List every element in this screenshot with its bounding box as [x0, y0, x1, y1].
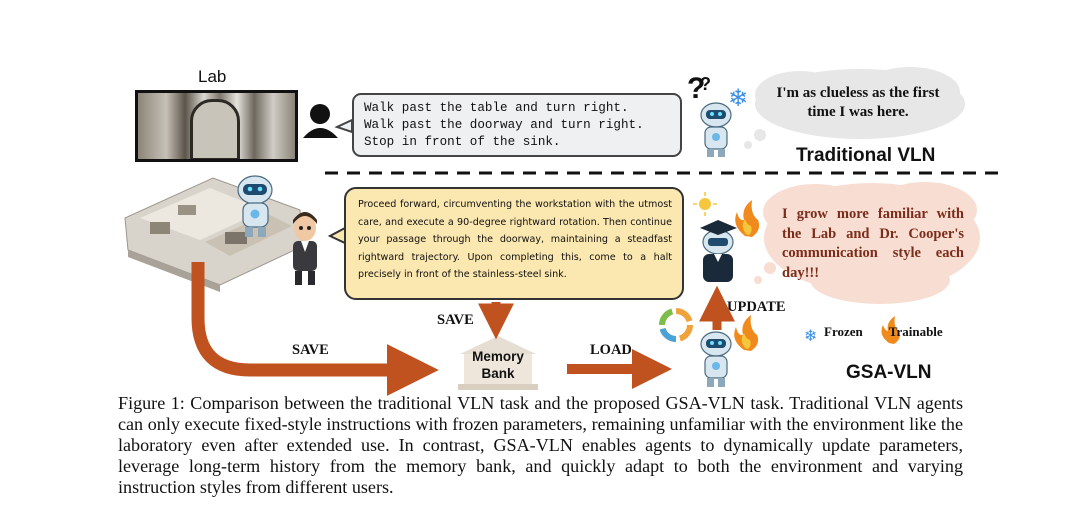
lab-label: Lab	[198, 67, 227, 86]
instruction-line-1: Walk past the table and turn right.	[364, 101, 629, 115]
save-label-top: SAVE	[437, 312, 474, 328]
robot-thought-traditional: I'm as clueless as the first time I was …	[776, 85, 940, 120]
load-label: LOAD	[590, 342, 632, 358]
svg-text:?: ?	[687, 72, 705, 105]
thought-cloud-traditional	[744, 67, 965, 149]
memory-bank-line1: Memory	[472, 349, 524, 364]
legend: Frozen Trainable	[806, 324, 943, 340]
sun-icon	[693, 192, 717, 216]
instruction-line-3: Stop in front of the sink.	[364, 135, 561, 149]
robot-graduate	[700, 220, 737, 282]
avatar-dr-cooper	[293, 212, 317, 285]
save-label-left: SAVE	[292, 342, 329, 358]
flame-icon-graduate	[735, 200, 760, 237]
traditional-instruction-bubble: Walk past the table and turn right. Walk …	[352, 93, 682, 157]
flame-icon-bottom	[734, 315, 759, 351]
update-label: UPDATE	[727, 299, 786, 315]
legend-flame-icon	[881, 316, 900, 344]
instruction-line-2: Walk past the doorway and turn right.	[364, 118, 644, 132]
thought-cloud-gsa	[754, 182, 980, 304]
figure-caption: Figure 1: Comparison between the traditi…	[118, 393, 963, 498]
robot-bottom	[700, 331, 732, 387]
user-icon	[303, 104, 338, 138]
robot-thought-gsa: I grow more familiar with the Lab and Dr…	[782, 206, 964, 281]
lab-panorama-image	[135, 90, 298, 162]
memory-bank-icon	[458, 336, 538, 390]
gsa-instruction-bubble: Proceed forward, circumventing the works…	[344, 187, 684, 300]
arrow-save-left	[191, 262, 439, 396]
svg-text:?: ?	[700, 74, 711, 94]
caption-text: Figure 1: Comparison between the traditi…	[118, 393, 963, 497]
memory-bank-line2: Bank	[481, 366, 515, 381]
update-cycle-icon	[659, 308, 693, 342]
gsa-vln-title: GSA-VLN	[846, 362, 932, 383]
traditional-vln-title: Traditional VLN	[796, 145, 936, 166]
lab-floorplan-3d	[124, 177, 304, 292]
robot-lab	[237, 175, 273, 237]
memory-bank-label: Memory Bank	[463, 348, 533, 382]
legend-snowflake-icon: ❄	[804, 326, 817, 345]
snowflake-icon: ❄	[728, 84, 748, 112]
legend-frozen-label: Frozen	[824, 324, 863, 339]
robot-traditional: ? ?	[687, 72, 732, 157]
legend-trainable-label: Trainable	[888, 324, 943, 339]
